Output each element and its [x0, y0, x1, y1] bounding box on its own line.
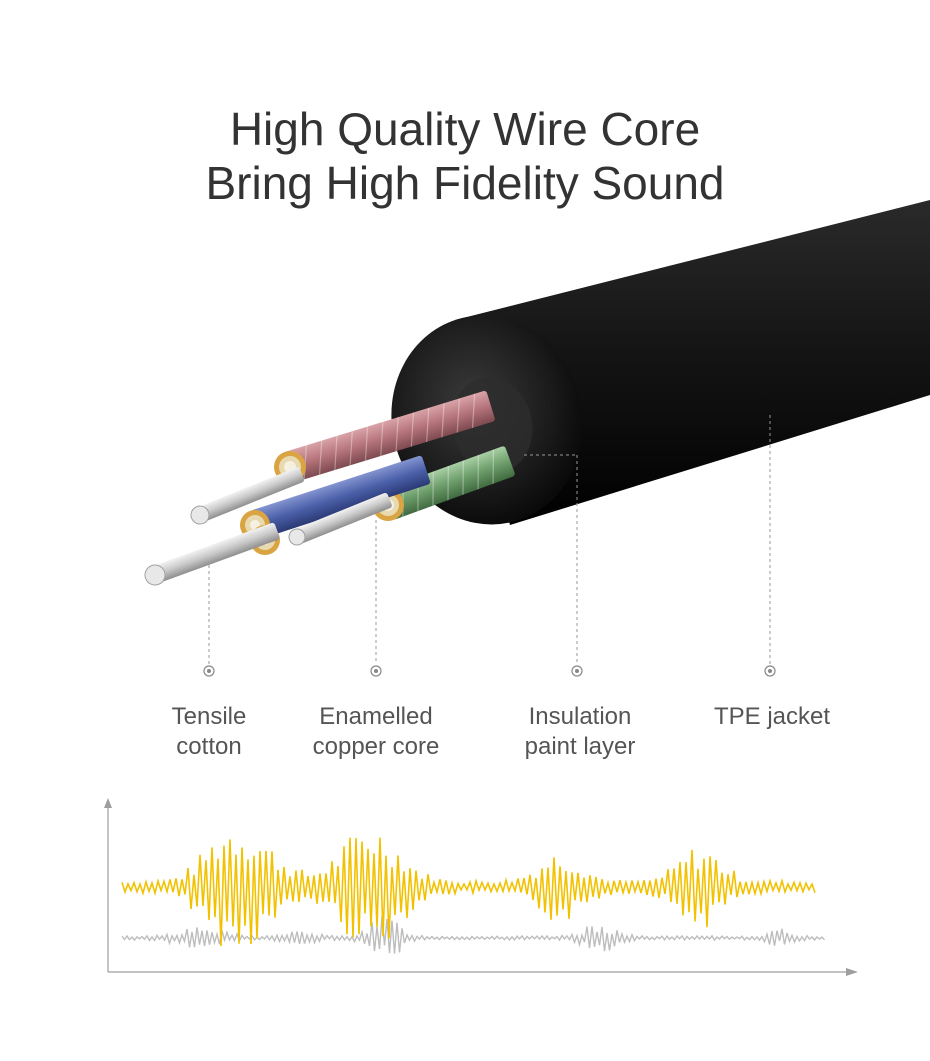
label-line: Enamelled: [319, 703, 433, 730]
target-dot-icon: [764, 665, 776, 677]
page-title: High Quality Wire Core Bring High Fideli…: [0, 102, 930, 210]
target-dot-icon: [203, 665, 215, 677]
label-insulation-paint-layer: Insulation paint layer: [505, 702, 655, 762]
wire-bundle: [144, 391, 515, 586]
target-dot-icon: [571, 665, 583, 677]
hifi-waveform: [121, 837, 816, 947]
reference-waveform: [121, 916, 826, 954]
axes: [104, 798, 858, 976]
waveform-graphic: [104, 798, 858, 976]
label-line: paint layer: [524, 733, 636, 760]
label-line: TPE jacket: [713, 703, 831, 730]
label-line: Tensile: [171, 703, 247, 730]
label-tensile-cotton: Tensile cotton: [149, 702, 269, 762]
tensile-strand-3: [288, 493, 392, 546]
label-tpe-jacket: TPE jacket: [697, 702, 847, 732]
axis-arrow-icon: [846, 968, 858, 976]
axis-arrow-icon: [104, 798, 112, 808]
leader-lines: [208, 415, 771, 664]
title-line-1: High Quality Wire Core: [229, 103, 701, 155]
target-dot-icon: [370, 665, 382, 677]
label-line: copper core: [312, 733, 440, 760]
title-line-2: Bring High Fidelity Sound: [205, 157, 725, 209]
label-line: Insulation: [528, 703, 632, 730]
cable-illustration: [144, 200, 930, 677]
label-line: cotton: [176, 733, 242, 760]
tensile-strand-1: [190, 467, 305, 525]
label-enamelled-copper-core: Enamelled copper core: [291, 702, 461, 762]
tensile-strand-2: [144, 522, 280, 586]
